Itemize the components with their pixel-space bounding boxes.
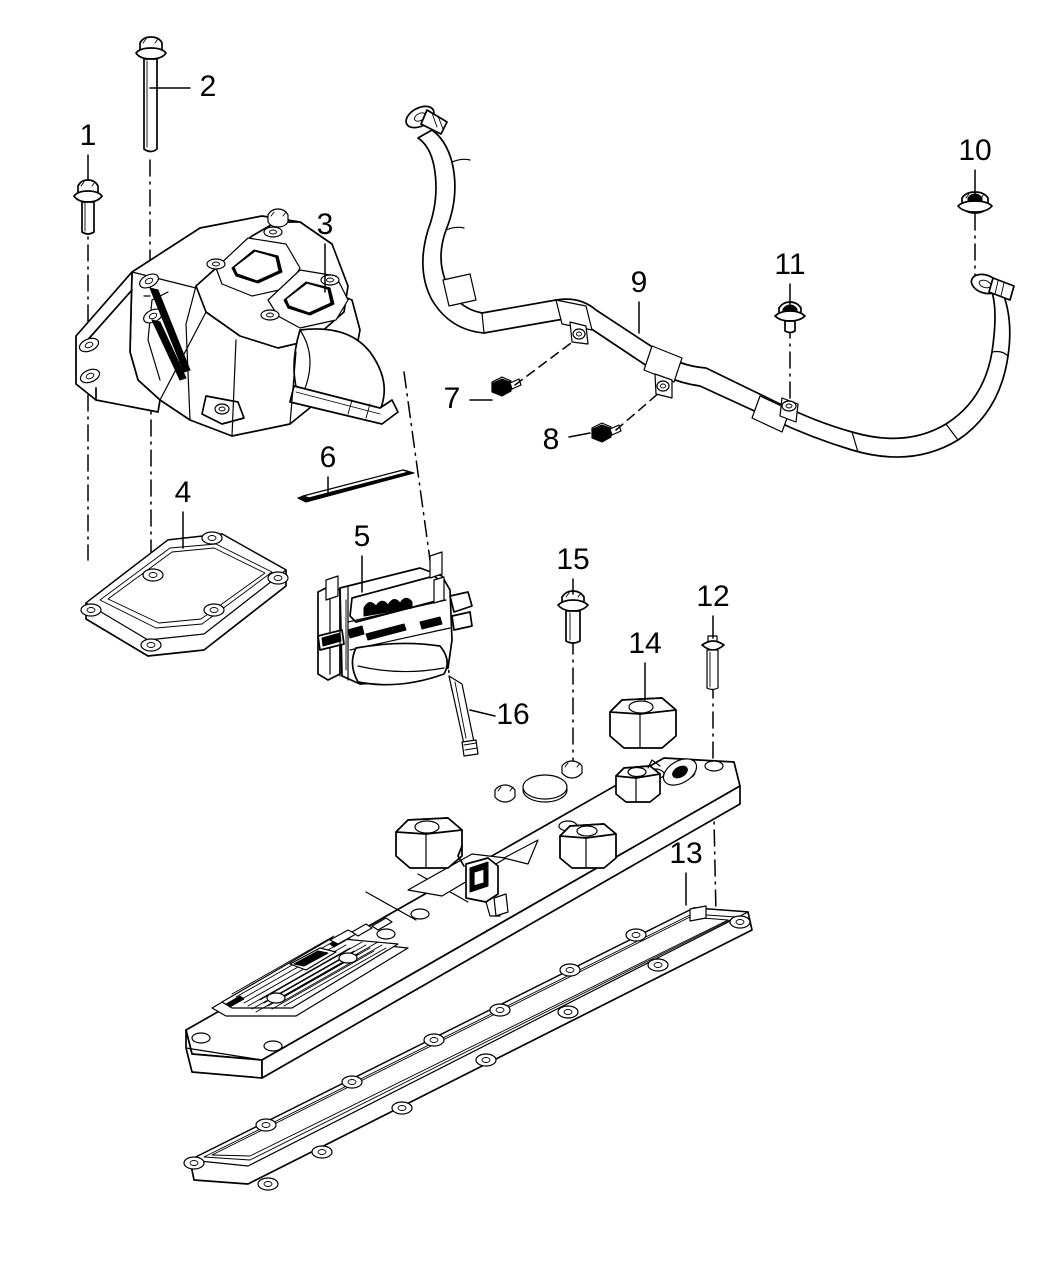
- callout-leader-8: [568, 432, 591, 438]
- part-13-intake-plate-gasket: [183, 905, 753, 1191]
- grid-heater-terminal-right: [615, 765, 661, 803]
- callout-number-2: 2: [200, 70, 217, 103]
- callout-number-8: 8: [543, 423, 560, 456]
- part-9-egr-cooler-tube: [405, 105, 1015, 458]
- part-6-throttle-body-seal: [297, 469, 415, 503]
- part-5-throttle-body: [317, 551, 473, 686]
- grid-heater-terminal-front: [559, 823, 617, 869]
- callout-6: 6: [320, 441, 337, 493]
- callout-number-10: 10: [958, 134, 991, 167]
- part-14-grid-heater-terminal: [609, 697, 677, 749]
- callout-number-11: 11: [774, 248, 805, 281]
- part-11-tube-clamp-bolt: [774, 301, 806, 334]
- callout-14: 14: [628, 627, 662, 701]
- part-2-long-through-bolt: [135, 36, 167, 153]
- callout-9: 9: [631, 266, 648, 334]
- callout-4: 4: [175, 476, 192, 549]
- callout-16: 16: [469, 698, 530, 731]
- part-3-intake-manifold-upper: [75, 208, 399, 437]
- part-8-tube-bracket-bolt-b: [591, 391, 661, 443]
- part-16-throttle-body-screw: [448, 675, 479, 757]
- callout-number-15: 15: [556, 543, 589, 576]
- part-7-tube-bracket-bolt-a: [491, 339, 576, 397]
- callout-number-16: 16: [496, 698, 529, 731]
- plate-wire-connector: [457, 845, 509, 917]
- part-4-manifold-gasket-small: [80, 531, 289, 657]
- part-10-tube-flange-nut: [957, 191, 993, 214]
- callout-number-5: 5: [354, 520, 371, 553]
- callout-11: 11: [774, 248, 806, 307]
- callout-2: 2: [149, 70, 217, 103]
- callout-number-6: 6: [320, 441, 337, 474]
- callout-10: 10: [958, 134, 992, 197]
- part-1-flange-bolt-short: [73, 179, 103, 235]
- callout-15: 15: [556, 543, 590, 595]
- callout-number-1: 1: [80, 119, 97, 152]
- part-15-plate-mounting-bolt: [557, 590, 589, 644]
- callout-number-3: 3: [317, 208, 334, 241]
- callout-13: 13: [669, 837, 703, 906]
- part-12-heater-grid-stud: [701, 635, 725, 691]
- grid-heater-terminal-secondary: [395, 817, 463, 869]
- callout-8: 8: [543, 423, 591, 456]
- callout-number-4: 4: [175, 476, 192, 509]
- plate-sensor-boss: [647, 758, 698, 786]
- callout-12: 12: [696, 580, 730, 639]
- callout-number-12: 12: [696, 580, 729, 613]
- callout-7: 7: [444, 382, 493, 415]
- intake-grid-heater-plate: [185, 697, 741, 1079]
- callout-number-13: 13: [669, 837, 702, 870]
- callout-3: 3: [317, 208, 334, 293]
- callout-number-9: 9: [631, 266, 648, 299]
- callout-number-7: 7: [444, 382, 461, 415]
- callout-leader-16: [469, 709, 496, 717]
- callout-5: 5: [354, 520, 371, 593]
- callout-number-14: 14: [628, 627, 661, 660]
- callout-1: 1: [80, 119, 97, 181]
